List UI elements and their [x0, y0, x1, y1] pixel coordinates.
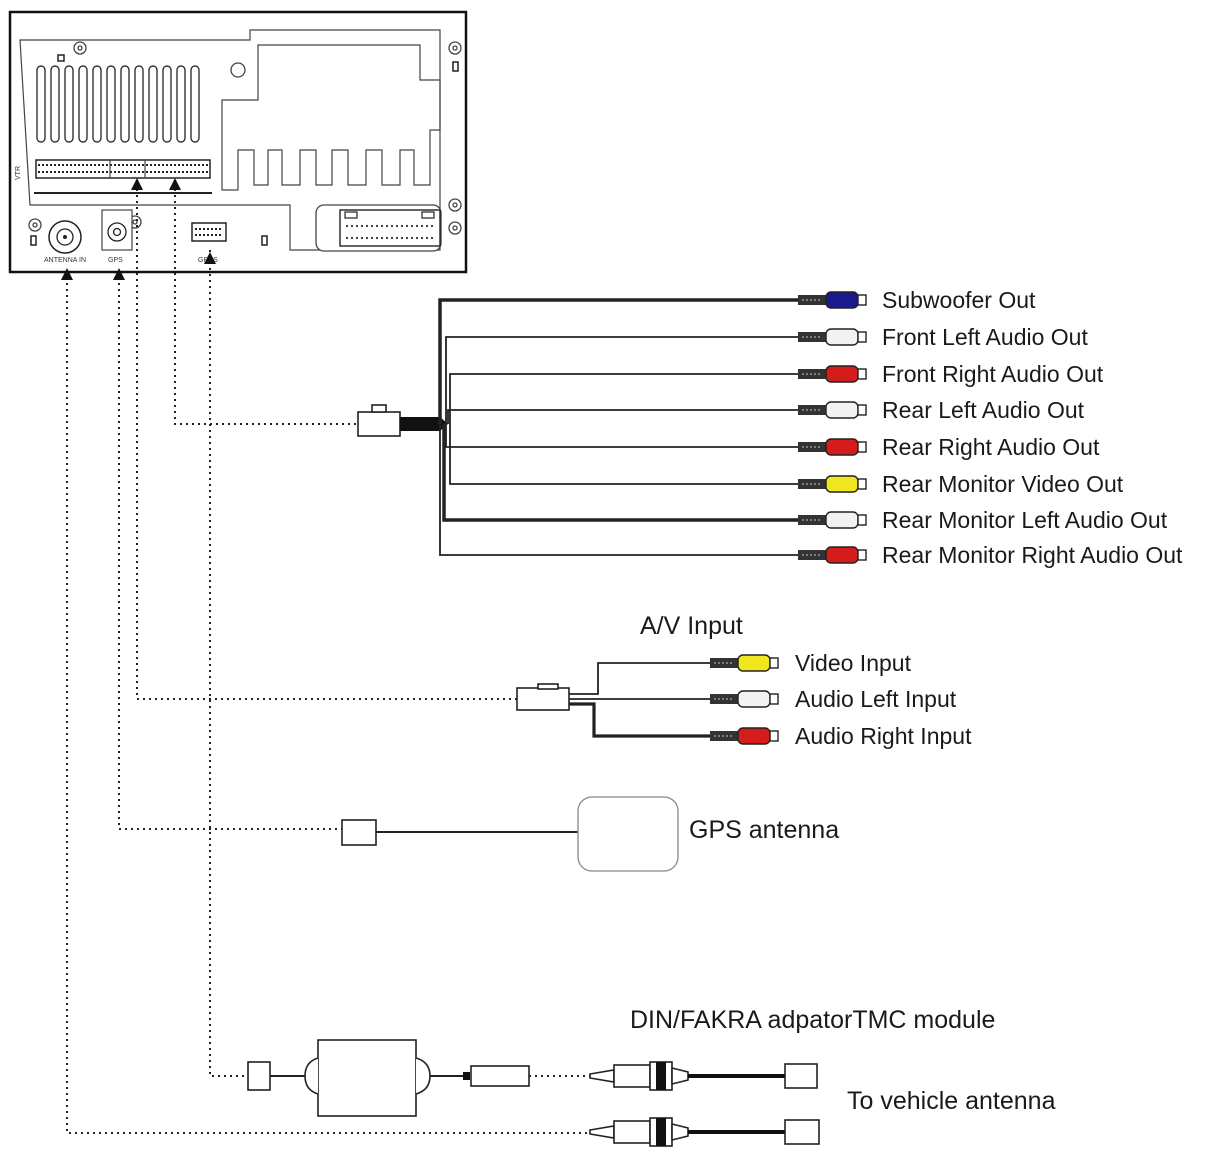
gps-group: GPS antenna [341, 796, 839, 872]
heatsink-outline [221, 44, 441, 191]
fakra-adaptor [589, 1061, 818, 1091]
output-wire [438, 298, 798, 424]
output-wire [442, 424, 798, 522]
head-unit: VTR ANTENNA IN GPS GPRS [8, 10, 468, 274]
rca-plug-input [710, 690, 779, 708]
dotted-paths [66, 183, 595, 1134]
harness-connector [357, 411, 401, 437]
output-wire [449, 424, 798, 485]
tmc-title: DIN/FAKRA adpatorTMC module [630, 1006, 995, 1034]
av-input-label: Audio Left Input [795, 686, 957, 712]
rca-plug-output [798, 438, 867, 456]
rca-plug-output [798, 475, 867, 493]
av-input-wire [569, 662, 710, 695]
arrow-icons [61, 178, 216, 280]
output-wire [439, 424, 798, 556]
rca-plug-output [798, 401, 867, 419]
gps-port [101, 209, 133, 251]
rca-plug-output [798, 365, 867, 383]
output-wire [445, 336, 798, 424]
rca-plug-input [710, 727, 779, 745]
av-input-title: A/V Input [640, 612, 743, 640]
output-label: Rear Monitor Video Out [882, 471, 1124, 497]
output-wire [447, 409, 798, 424]
output-wire [445, 424, 798, 448]
main-connector [35, 159, 211, 179]
rca-plug-output [798, 511, 867, 529]
gps-antenna-puck [577, 796, 679, 872]
output-label: Rear Left Audio Out [882, 397, 1085, 423]
rca-plug-output [798, 328, 867, 346]
rca-plug-input [710, 654, 779, 672]
gps-port-label: GPS [108, 257, 123, 264]
rca-plug-output [798, 291, 867, 309]
gps-antenna-label: GPS antenna [689, 816, 839, 844]
output-label: Front Right Audio Out [882, 361, 1104, 387]
tmc-module [317, 1039, 417, 1117]
av-input-label: Audio Right Input [795, 723, 972, 749]
output-label: Rear Monitor Left Audio Out [882, 507, 1168, 533]
output-label: Subwoofer Out [882, 287, 1036, 313]
output-label: Front Left Audio Out [882, 324, 1088, 350]
gprs-port [191, 222, 227, 242]
harness-bundle [400, 417, 448, 431]
vehicle-antenna-label: To vehicle antenna [847, 1087, 1056, 1115]
gps-connector [341, 819, 377, 846]
fakra-adaptor-antenna [589, 1117, 820, 1147]
rca-plug-output [798, 546, 867, 564]
tmc-group: DIN/FAKRA adpatorTMC module [247, 1006, 1056, 1147]
connector-pins [38, 164, 208, 173]
output-label: Rear Monitor Right Audio Out [882, 542, 1183, 568]
output-wire [449, 373, 798, 424]
screw-icons [28, 41, 462, 235]
av-input-connector [516, 687, 570, 711]
av-input-label: Video Input [795, 650, 912, 676]
vtr-label: VTR [15, 166, 22, 180]
vent-slots [36, 65, 200, 143]
panel-clips [30, 54, 459, 246]
av-input-wire [569, 702, 710, 738]
output-label: Rear Right Audio Out [882, 434, 1100, 460]
antenna-port-label: ANTENNA IN [44, 257, 86, 264]
